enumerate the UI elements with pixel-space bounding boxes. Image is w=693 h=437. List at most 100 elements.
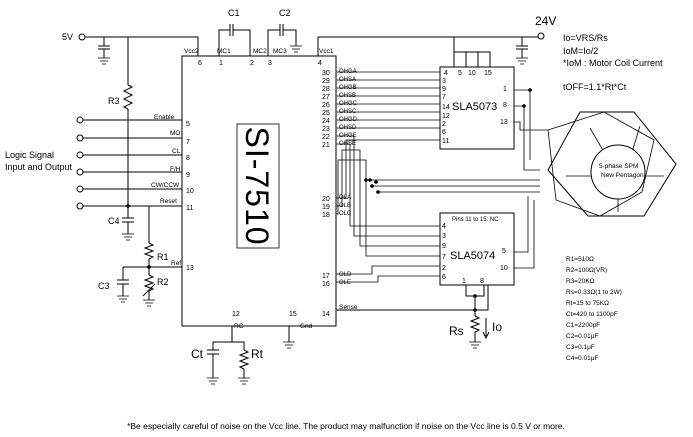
pin-label-rc: RC [234, 323, 244, 330]
ic-sla5073-body [439, 66, 515, 150]
sla5073-pin-8: 8 [503, 102, 507, 109]
pin-num-19: 19 [322, 204, 330, 211]
sla5074-pin-5: 5 [502, 248, 506, 255]
sla5074-pin-8: 8 [480, 278, 484, 285]
sla5074-pin-6: 6 [442, 274, 446, 281]
pin-num-21: 21 [322, 142, 330, 149]
sla5073-pin-4: 4 [444, 70, 448, 77]
pin-num-12: 12 [232, 311, 240, 318]
sla5074-pin-4: 4 [442, 223, 446, 230]
sla5073-pin-11: 11 [442, 138, 449, 145]
out-label-ole: OLE [339, 280, 351, 286]
pin-num-29: 29 [322, 78, 330, 85]
supply-24v-label: 24V [535, 14, 556, 28]
pin-num-26: 26 [322, 102, 330, 109]
ic-sla5074-body [439, 212, 515, 286]
spec-item: C1=2200pF [566, 322, 600, 329]
formula-1: IoM=Io/2 [563, 46, 598, 56]
formula-3: tOFF=1.1*Rt*Ct [563, 82, 627, 92]
label-io: Io [492, 320, 502, 334]
label-c4: C4 [108, 216, 120, 226]
sla5073-pin-1: 1 [503, 86, 507, 93]
ic-si7510-name: SI-7510 [239, 126, 275, 245]
pin-num-7: 7 [186, 139, 190, 146]
logic-label-line1: Logic Signal [5, 150, 54, 160]
sla5073-pin-14: 14 [442, 104, 450, 111]
out-label-olc: OLC [339, 211, 352, 217]
spec-item: R1=510Ω [566, 256, 594, 263]
formula-2: *IoM : Motor Coil Current [563, 58, 663, 68]
sla5073-pin-10: 10 [468, 70, 476, 77]
pin-num-24: 24 [322, 118, 330, 125]
sla5074-pin-1: 1 [462, 278, 466, 285]
pin-label-cl: CL [172, 148, 181, 155]
pin-num-8: 8 [186, 155, 190, 162]
pin-num-1: 1 [219, 60, 223, 67]
sla5074-pin-9: 9 [442, 243, 446, 250]
out-label-old: OLD [339, 272, 352, 278]
sla5073-pin-15: 15 [484, 70, 492, 77]
sla5074-pin-7: 7 [442, 254, 446, 261]
ic-si7510-body [181, 55, 337, 327]
supply-5v-label: 5V [62, 32, 73, 42]
pin-num-15: 15 [289, 311, 297, 318]
out-label-olb: OLB [339, 203, 351, 209]
motor-5phase-spm [547, 111, 677, 217]
logic-label-line2: Input and Output [5, 162, 73, 172]
sla5073-pin-3: 3 [442, 78, 446, 85]
driver-wiring [336, 71, 540, 283]
pin-label-mc3: MC3 [273, 48, 287, 55]
spec-item: Rs=0.33Ω(1 to 2W) [566, 289, 622, 296]
pin-label-cwccw: CW/CCW [151, 182, 180, 189]
spec-item: C3=0.1μF [566, 344, 595, 351]
pin-num-13: 13 [186, 265, 194, 272]
pin-num-9: 9 [186, 172, 190, 179]
pin-num-10: 10 [186, 188, 194, 195]
motor-label-line2: New Pentagon [601, 172, 644, 179]
pin-label-vcc2: Vcc2 [184, 48, 199, 55]
pin-num-14: 14 [322, 311, 330, 318]
pin-label-vcc1: Vcc1 [319, 48, 334, 55]
footnote: *Be especially careful of noise on the V… [127, 421, 565, 431]
logic-inputs [76, 116, 182, 210]
pin-label-ref: Ref [171, 260, 181, 267]
label-c3: C3 [98, 281, 110, 291]
ic-si7510-name-frame [236, 123, 280, 249]
supply-24v-terminal [537, 32, 545, 40]
sla5073-pin-13: 13 [500, 119, 508, 126]
sla5073-pin-2: 2 [442, 121, 446, 128]
pin-label-mc1: MC1 [217, 48, 231, 55]
pin-num-17: 17 [322, 273, 330, 280]
pin-num-3: 3 [268, 60, 272, 67]
pin-label-gnd: Gnd [300, 323, 313, 330]
pin-num-16: 16 [322, 281, 330, 288]
spec-list: R1=510Ω R2=100Ω(VR) R3=20KΩ Rs=0.33Ω(1 t… [566, 256, 622, 362]
pin-num-25: 25 [322, 110, 330, 117]
label-r1: R1 [157, 252, 169, 262]
supply-5v-terminal [78, 33, 86, 41]
pin-num-22: 22 [322, 134, 330, 141]
label-rs: Rs [449, 324, 464, 338]
sla5073-pin-12: 12 [442, 113, 450, 120]
pin-label-reset: Reset [160, 198, 177, 205]
label-r3: R3 [108, 96, 120, 106]
sla5074-pin-3: 3 [442, 233, 446, 240]
pin-num-27: 27 [322, 94, 330, 101]
pin-num-11: 11 [186, 205, 193, 212]
pin-num-20: 20 [322, 196, 330, 203]
pin-num-23: 23 [322, 126, 330, 133]
label-ct: Ct [191, 347, 204, 361]
pin-num-6: 6 [198, 60, 202, 67]
pin-label-mc2: MC2 [253, 48, 267, 55]
ic-sla5073-name: SLA5073 [452, 101, 497, 113]
sla5073-pin-5: 5 [458, 70, 462, 77]
ic-sla5074-name: SLA5074 [450, 250, 495, 262]
sla5074-pin-2: 2 [442, 265, 446, 272]
formula-0: Io=VRS/Rs [563, 33, 608, 43]
label-c1: C1 [228, 8, 240, 18]
pin-num-28: 28 [322, 86, 330, 93]
pin-num-30: 30 [322, 70, 330, 77]
label-c2: C2 [279, 8, 291, 18]
sla5073-pin-6: 6 [442, 129, 446, 136]
